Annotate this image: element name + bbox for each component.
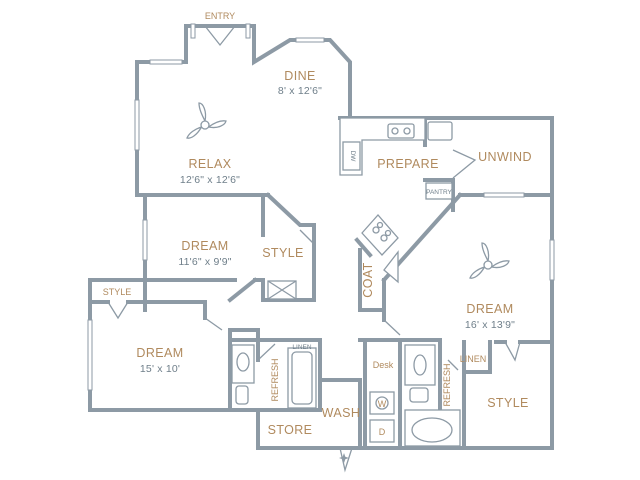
dw-label: DW xyxy=(349,151,356,163)
unwind-label: UNWIND xyxy=(478,150,532,164)
refresh-1-label: REFRESH xyxy=(270,358,280,401)
dream-2-size: 15' x 10' xyxy=(140,363,180,375)
wash-label: WASH xyxy=(322,406,361,420)
dream-master-label: DREAM xyxy=(466,302,513,316)
pantry-label: PANTRY xyxy=(426,189,452,196)
relax-label: RELAX xyxy=(189,157,232,171)
compass-star-icon xyxy=(339,453,349,463)
room-labels: ENTRY DINE 8' x 12'6" RELAX 12'6" x 12'6… xyxy=(103,11,532,437)
style-3-label: STYLE xyxy=(487,396,529,410)
windows xyxy=(87,23,555,391)
dream-master-size: 16' x 13'9" xyxy=(465,319,515,331)
refresh-2-label: REFRESH xyxy=(442,363,452,406)
dryer-label: D xyxy=(379,427,386,437)
style-1-label: STYLE xyxy=(262,246,304,260)
coat-label: COAT xyxy=(361,262,375,297)
door-swings xyxy=(107,25,521,473)
dream-1-size: 11'6" x 9'9" xyxy=(178,256,231,268)
dream-2-label: DREAM xyxy=(136,346,183,360)
kitchen-fixtures xyxy=(339,117,477,284)
desk-label: Desk xyxy=(373,360,394,370)
washer-label: W xyxy=(378,399,387,409)
relax-size: 12'6" x 12'6" xyxy=(180,174,240,186)
linen-1-label: LINEN xyxy=(292,344,311,351)
prepare-label: PREPARE xyxy=(377,157,439,171)
store-label: STORE xyxy=(268,423,313,437)
dine-label: DINE xyxy=(284,69,315,83)
dream-1-label: DREAM xyxy=(181,239,228,253)
bath-fixtures xyxy=(231,344,461,447)
ceiling-fan-icon xyxy=(186,102,227,139)
entry-label: ENTRY xyxy=(205,11,235,21)
linen-2-label: LINEN xyxy=(460,354,487,364)
dine-size: 8' x 12'6" xyxy=(278,85,322,97)
ceiling-fan-icon xyxy=(469,242,510,279)
style-2-label: STYLE xyxy=(103,287,132,297)
